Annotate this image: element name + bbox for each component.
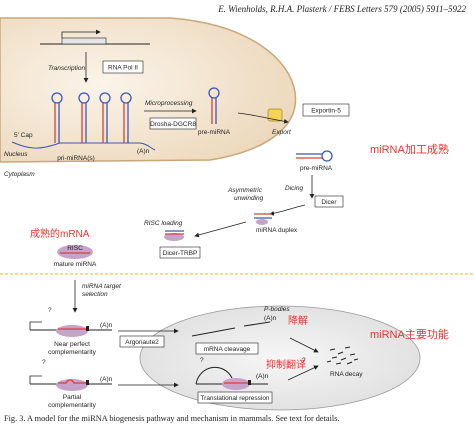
an-label-4: (A)n (100, 376, 113, 383)
an-label-3: (A)n (264, 315, 277, 322)
rna-pol-box (102, 60, 144, 74)
pre-mirna-nuclear-label: pre-miRNA (198, 129, 231, 136)
annotation-processing: miRNA加工成熟 (370, 142, 449, 156)
partial-complex (29, 375, 112, 391)
pre-mirna-cyto-label: pre-miRNA (300, 165, 333, 172)
an-label-1: (A)n (137, 148, 150, 155)
rna-fragments (326, 346, 359, 365)
annotation-function: miRNA主要功能 (370, 327, 449, 341)
q-mark-1: ? (42, 359, 46, 366)
transcription-label: Transcription (48, 65, 85, 72)
ago2-label: Argonaute2 (125, 339, 159, 346)
pbodies-label: P-bodies (264, 306, 290, 313)
pre-mirna-cytoplasmic (296, 150, 333, 162)
dicer-trbp-box (159, 246, 201, 259)
repression-box (197, 391, 273, 404)
partial-label-2: complementarity (48, 402, 96, 409)
dicer-trbp-complex (164, 230, 184, 241)
risc-complex (57, 245, 93, 259)
target-label-1: miRNA target (82, 283, 122, 290)
exportin-box (302, 103, 350, 117)
drosha-label: Drosha-DGCR8 (150, 121, 196, 128)
q-mark-3: ? (302, 357, 306, 364)
journal-header: E. Wienholds, R.H.A. Plasterk / FEBS Let… (218, 4, 466, 14)
nucleus-label: Nucleus (4, 151, 28, 158)
q-mark-0: ? (48, 307, 52, 314)
pri-mirna (11, 92, 156, 151)
annotation-inhibit: 抑制翻译 (266, 358, 306, 371)
risc-label: RISC (67, 245, 83, 252)
annotation-mature: 成熟的mRNA (30, 227, 90, 240)
mature-label: mature miRNA (54, 261, 97, 268)
repressed-complex (195, 367, 268, 390)
dicer-label: Dicer (321, 199, 337, 206)
cytoplasm-label: Cytoplasm (4, 171, 35, 178)
gene-dna (40, 29, 150, 45)
p-body (139, 305, 421, 411)
cap-label: 5' Cap (14, 132, 33, 139)
repression-label: Translational repression (200, 395, 270, 402)
exportin-label: Exportin-5 (311, 108, 341, 115)
cleavage-box (195, 342, 259, 355)
an-label-2: (A)n (100, 322, 113, 329)
dicing-label: Dicing (285, 185, 303, 192)
nuclear-pore (267, 108, 283, 122)
pre-mirna-nuclear (208, 87, 220, 124)
nucleus-membrane (0, 17, 297, 163)
microprocessing-label: Microprocessing (145, 100, 193, 107)
pri-mirna-label: pri-miRNA(s) (57, 155, 95, 162)
decay-label: RNA decay (330, 371, 363, 378)
q-mark-2: ? (200, 357, 204, 364)
rna-pol-label: RNA Pol II (108, 65, 138, 72)
export-label: Export (272, 129, 292, 136)
near-label-2: complementarity (48, 349, 96, 356)
asym-label-2: unwinding (234, 195, 264, 202)
an-label-5: (A)n (256, 373, 269, 380)
cleaved-mrna (191, 321, 271, 337)
cleavage-label: mRNA cleavage (204, 346, 251, 353)
risc-loading-label: RISC loading (144, 220, 183, 227)
annotation-degrade: 降解 (288, 314, 308, 327)
dicer-box (314, 195, 344, 208)
drosha-box (149, 117, 197, 130)
near-label-1: Near perfect (54, 341, 90, 348)
mirna-duplex (254, 213, 272, 225)
partial-label-1: Partial (63, 394, 82, 401)
dicer-trbp-label: Dicer-TRBP (163, 250, 198, 257)
figure-caption: Fig. 3. A model for the miRNA biogenesis… (4, 414, 340, 423)
ago2-box (119, 335, 165, 348)
duplex-label: miRNA duplex (256, 227, 298, 234)
target-label-2: selection (82, 291, 108, 298)
mirna-pathway-diagram: Transcription RNA Pol II 5' Cap (A)n pri… (0, 17, 474, 411)
asym-label-1: Asymmetric (227, 187, 263, 194)
near-perfect-complex (29, 321, 112, 337)
